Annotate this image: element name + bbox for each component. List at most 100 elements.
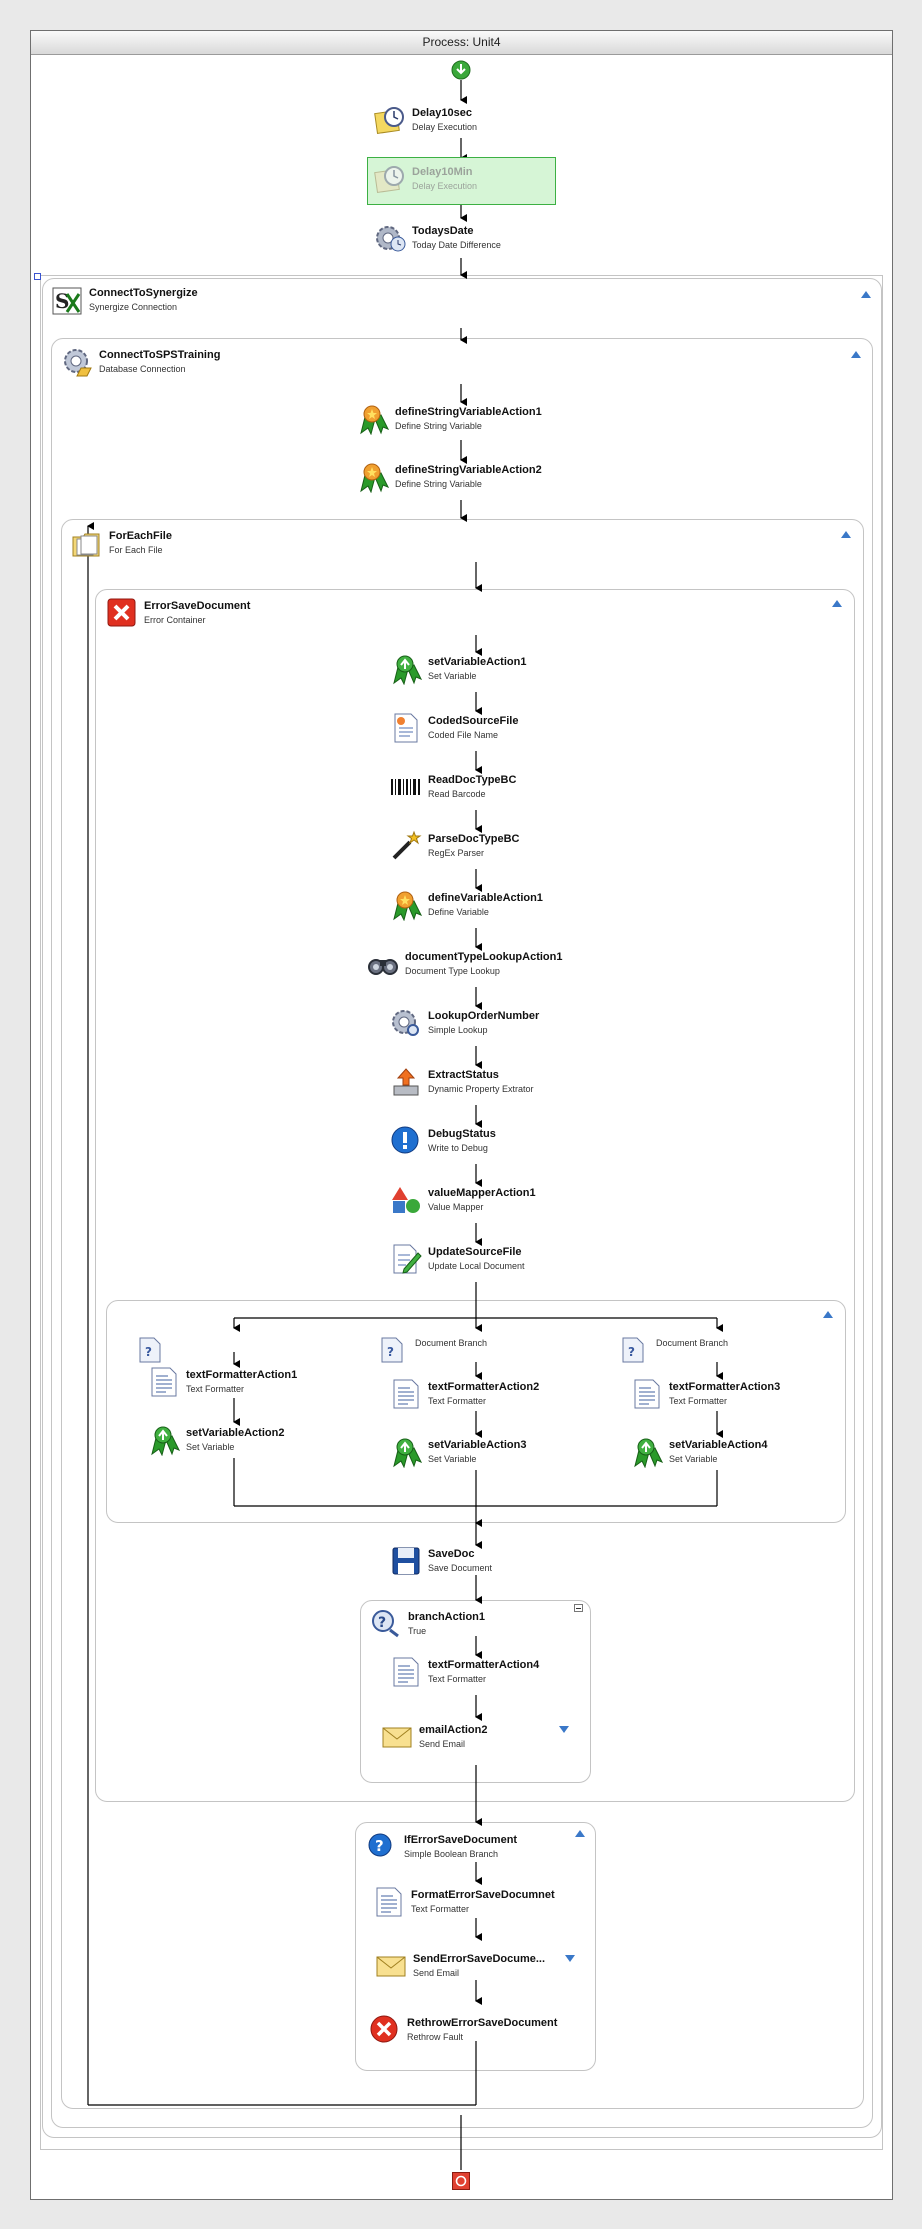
question-branch-icon: ? xyxy=(372,1610,399,1638)
action-type: Simple Lookup xyxy=(428,1025,488,1035)
clock-note-icon xyxy=(374,107,404,134)
extract-arrow-icon xyxy=(393,1068,419,1096)
question-circle-icon: ? xyxy=(368,1833,392,1857)
magic-wand-icon xyxy=(392,830,422,860)
envelope-icon xyxy=(382,1727,412,1748)
action-type: Text Formatter xyxy=(428,1674,487,1684)
gear-clock-icon xyxy=(376,226,406,252)
action-type: Synergize Connection xyxy=(89,302,178,312)
expand-email-icon[interactable] xyxy=(559,1726,569,1733)
selection-handle[interactable] xyxy=(34,273,41,280)
action-name: ExtractStatus xyxy=(428,1069,499,1081)
action-name: DebugStatus xyxy=(428,1128,496,1140)
action-type: Read Barcode xyxy=(428,789,486,799)
action-type: Document Type Lookup xyxy=(405,966,500,976)
action-name: ReadDocTypeBC xyxy=(428,774,517,786)
red-x-circle-icon xyxy=(370,2015,398,2043)
action-name: SendErrorSaveDocume... xyxy=(413,1953,546,1965)
action-type: Dynamic Property Extrator xyxy=(428,1084,534,1094)
green-ribbon-arrow-icon xyxy=(634,1438,663,1468)
collapse-foreachfile-icon[interactable] xyxy=(841,531,851,538)
action-name: setVariableAction1 xyxy=(428,656,527,668)
action-type: Define Variable xyxy=(428,907,489,917)
action-type: RegEx Parser xyxy=(428,848,485,858)
action-name: LookupOrderNumber xyxy=(428,1010,540,1022)
binoculars-icon xyxy=(368,959,398,975)
svg-text:S: S xyxy=(55,289,69,313)
action-type: Text Formatter xyxy=(186,1384,245,1394)
text-document-icon xyxy=(393,1379,419,1409)
action-type: Delay Execution xyxy=(412,122,478,132)
action-name: FormatErrorSaveDocumnet xyxy=(411,1889,555,1901)
collapse-sps-icon[interactable] xyxy=(851,351,861,358)
action-name: setVariableAction2 xyxy=(186,1427,285,1439)
action-name: textFormatterAction3 xyxy=(669,1381,781,1393)
shapes-mapper-icon xyxy=(392,1187,420,1213)
info-exclamation-icon xyxy=(391,1126,419,1154)
text-document-icon xyxy=(634,1379,660,1409)
action-name: Delay10Min xyxy=(412,166,473,178)
svg-text:?: ? xyxy=(145,1345,152,1359)
green-ribbon-arrow-icon xyxy=(393,1438,422,1468)
green-ribbon-star-icon xyxy=(360,463,389,493)
green-ribbon-arrow-icon xyxy=(151,1426,180,1456)
svg-text:?: ? xyxy=(387,1345,394,1359)
action-name: branchAction1 xyxy=(408,1611,486,1623)
floppy-disk-icon xyxy=(392,1547,420,1575)
minimize-icon xyxy=(576,1608,581,1609)
action-name: RethrowErrorSaveDocument xyxy=(407,2017,558,2029)
action-type: Update Local Document xyxy=(428,1261,525,1271)
barcode-icon xyxy=(391,779,420,795)
action-name: textFormatterAction2 xyxy=(428,1381,540,1393)
database-gear-icon xyxy=(64,349,92,377)
action-type: Error Container xyxy=(144,615,206,625)
action-name: ConnectToSPSTraining xyxy=(99,349,221,361)
svg-text:?: ? xyxy=(628,1345,635,1359)
branch-scope-minimize-button[interactable] xyxy=(574,1604,583,1612)
stop-square-icon xyxy=(452,2172,470,2190)
expand-send-error-icon[interactable] xyxy=(565,1955,575,1962)
action-type: Today Date Difference xyxy=(412,240,501,250)
action-type: Set Variable xyxy=(669,1454,718,1464)
action-name: setVariableAction3 xyxy=(428,1439,527,1451)
document-branch-icon: ? xyxy=(622,1337,644,1363)
action-name: documentTypeLookupAction1 xyxy=(405,951,563,963)
action-type: Text Formatter xyxy=(428,1396,487,1406)
clock-note-icon xyxy=(374,166,404,193)
collapse-synergize-icon[interactable] xyxy=(861,291,871,298)
branch-1-icon[interactable]: ? xyxy=(138,1336,164,1364)
action-name: SaveDoc xyxy=(428,1548,475,1560)
action-type: Send Email xyxy=(413,1968,460,1978)
collapse-branches-icon[interactable] xyxy=(823,1311,833,1318)
action-name: textFormatterAction4 xyxy=(428,1659,540,1671)
collapse-errorsave-icon[interactable] xyxy=(832,600,842,607)
action-name: ParseDocTypeBC xyxy=(428,833,520,845)
action-name: defineVariableAction1 xyxy=(428,892,543,904)
branch-2-icon[interactable]: ? xyxy=(380,1336,406,1364)
red-x-icon xyxy=(107,598,136,627)
action-name: defineStringVariableAction1 xyxy=(395,406,542,418)
text-document-icon xyxy=(151,1367,177,1397)
action-name: setVariableAction4 xyxy=(669,1439,768,1451)
action-name: textFormatterAction1 xyxy=(186,1369,298,1381)
green-ribbon-star-icon xyxy=(360,405,389,435)
branch-3-icon[interactable]: ? xyxy=(621,1336,647,1364)
text-document-icon xyxy=(376,1887,402,1917)
synergize-logo-icon: S xyxy=(52,287,82,315)
svg-text:?: ? xyxy=(375,1837,384,1855)
action-type: Database Connection xyxy=(99,364,186,374)
action-type: Define String Variable xyxy=(395,479,482,489)
action-type: Set Variable xyxy=(186,1442,235,1452)
end-node-icon[interactable] xyxy=(452,2172,470,2190)
branch-2-label: Document Branch xyxy=(415,1338,488,1348)
action-type: Set Variable xyxy=(428,671,477,681)
green-ribbon-arrow-icon xyxy=(393,655,422,685)
action-type: Rethrow Fault xyxy=(407,2032,464,2042)
window-title: Process: Unit4 xyxy=(31,31,892,55)
action-name: emailAction2 xyxy=(419,1724,488,1736)
action-type: Delay Execution xyxy=(412,181,478,191)
action-name: CodedSourceFile xyxy=(428,715,519,727)
collapse-iferror-icon[interactable] xyxy=(575,1830,585,1837)
action-type: Text Formatter xyxy=(411,1904,470,1914)
start-node-icon[interactable] xyxy=(451,60,471,80)
